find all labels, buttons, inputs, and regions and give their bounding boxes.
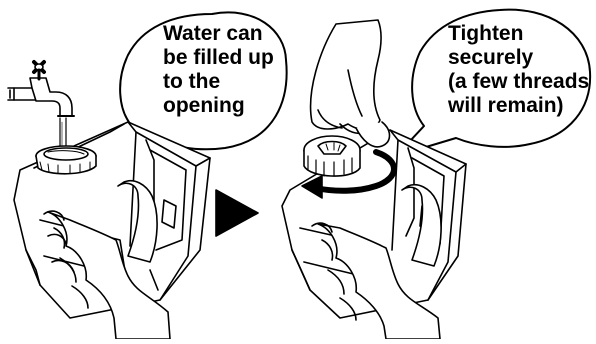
hand-on-cap (311, 20, 390, 147)
play-triangle-icon (216, 190, 258, 236)
caption-line: Tighten (448, 22, 589, 46)
caption-line: opening (163, 94, 274, 118)
faucet-icon (8, 62, 74, 116)
caption-line: Water can (163, 22, 274, 46)
tank-cap (304, 136, 360, 176)
caption-line: (a few threads (448, 70, 589, 94)
caption-tighten-cap: Tighten securely (a few threads will rem… (448, 22, 589, 118)
caption-line: will remain) (448, 94, 589, 118)
caption-line: securely (448, 46, 589, 70)
caption-fill-level: Water can be filled up to the opening (163, 22, 274, 118)
caption-line: to the (163, 70, 274, 94)
caption-line: be filled up (163, 46, 274, 70)
